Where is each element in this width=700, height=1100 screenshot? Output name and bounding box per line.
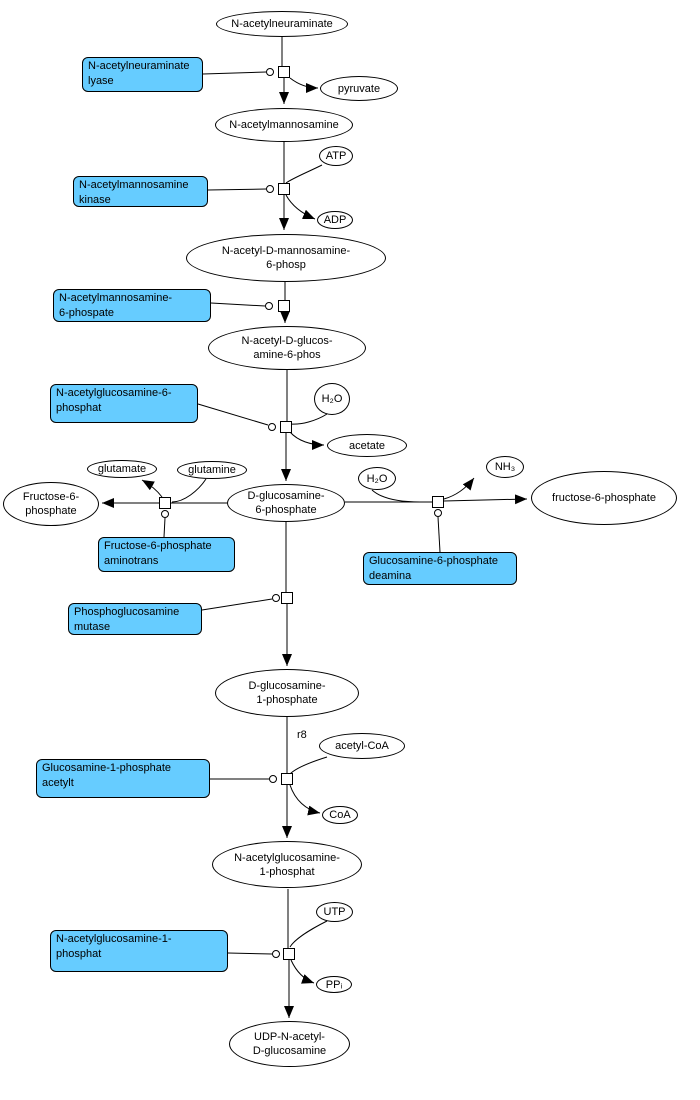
reaction-node-lyase[interactable] [278,66,290,78]
enzyme-label: N-acetylmannosamine- 6-phospate [59,292,173,319]
node-label: UTP [323,906,346,918]
node-label: H₂O [321,393,343,405]
node-label: acetyl-CoA [335,740,389,752]
metabolite-h2o-right[interactable]: H₂O [358,467,396,490]
metabolite-ppi[interactable]: PPᵢ [316,976,352,993]
node-label: acetate [348,439,386,452]
node-label: ATP [325,150,347,162]
node-label: D-glucosamine- 1-phosphate [248,680,326,706]
metabolite-udp-n-acetyl-d-glucosamine[interactable]: UDP-N-acetyl- D-glucosamine [229,1021,350,1067]
reaction-node-deaminase[interactable] [432,496,444,508]
catalysis-port-icon [268,423,276,431]
node-label: glutamate [97,463,147,475]
enzyme-label: Glucosamine-6-phosphate deamina [369,555,499,582]
metabolite-n-acetylglucosamine-1-phosphat[interactable]: N-acetylglucosamine- 1-phosphat [212,841,362,888]
enzyme-label: N-acetylneuraminate lyase [88,60,190,87]
enzyme-label: N-acetylglucosamine-6- phosphat [56,387,172,414]
catalysis-port-icon [265,302,273,310]
metabolite-fructose-6-phosphate-right[interactable]: fructose-6-phosphate [531,471,677,525]
reaction-uridyltransferase-edges [227,889,328,1018]
metabolite-h2o-upper[interactable]: H₂O [314,383,350,415]
catalysis-port-icon [266,68,274,76]
reaction-node-acetyltransferase[interactable] [281,773,293,785]
enzyme-n-acetylmannosamine-kinase[interactable]: N-acetylmannosamine kinase [73,176,208,207]
reaction-node-mutase[interactable] [281,592,293,604]
catalysis-port-icon [272,594,280,602]
node-label: ADP [323,214,347,226]
node-label: N-acetyl-D-mannosamine- 6-phosp [221,245,351,271]
node-label: N-acetylglucosamine- 1-phosphat [234,851,340,878]
reaction-node-kinase[interactable] [278,183,290,195]
catalysis-port-icon [266,185,274,193]
reaction-node-deacetylase[interactable] [280,421,292,433]
node-label: CoA [329,809,351,821]
reaction-acetyltransferase-edges [210,717,328,838]
reaction-id-label: r8 [297,729,307,741]
catalysis-port-icon [272,950,280,958]
metabolite-n-acetylmannosamine[interactable]: N-acetylmannosamine [215,108,353,142]
node-label: N-acetylmannosamine [229,119,339,131]
metabolite-n-acetylneuraminate[interactable]: N-acetylneuraminate [216,11,348,37]
node-label: fructose-6-phosphate [552,492,656,504]
enzyme-glucosamine-6-phosphate-deamina[interactable]: Glucosamine-6-phosphate deamina [363,552,517,585]
enzyme-label: N-acetylmannosamine kinase [79,179,189,206]
enzyme-label: Glucosamine-1-phosphate acetylt [42,762,172,789]
enzyme-n-acetylglucosamine-1-phosphat[interactable]: N-acetylglucosamine-1- phosphat [50,930,228,972]
reaction-deaminase-edges [345,477,528,553]
metabolite-acetyl-coa[interactable]: acetyl-CoA [319,733,405,759]
node-label: N-acetyl-D-glucos- amine-6-phos [241,335,333,361]
enzyme-n-acetylmannosamine-6-phospate[interactable]: N-acetylmannosamine- 6-phospate [53,289,211,322]
node-label: H₂O [366,472,388,485]
metabolite-fructose-6-phosphate-left[interactable]: Fructose-6- phosphate [3,482,99,526]
node-label: PPᵢ [325,978,343,991]
metabolite-utp[interactable]: UTP [316,902,353,922]
enzyme-label: Phosphoglucosamine mutase [74,606,180,633]
metabolite-acetate[interactable]: acetate [327,434,407,457]
metabolite-adp[interactable]: ADP [317,211,353,229]
reaction-node-aminotransferase[interactable] [159,497,171,509]
metabolite-pyruvate[interactable]: pyruvate [320,76,398,101]
node-label: glutamine [188,464,236,476]
catalysis-port-icon [434,509,442,517]
reaction-3-edges [210,282,290,323]
catalysis-port-icon [161,510,169,518]
reaction-1-edges [202,37,319,104]
reaction-node-epimerase[interactable] [278,300,290,312]
metabolite-n-acetyl-d-glucosamine-6-phos[interactable]: N-acetyl-D-glucos- amine-6-phos [208,326,366,370]
enzyme-phosphoglucosamine-mutase[interactable]: Phosphoglucosamine mutase [68,603,202,635]
metabolite-d-glucosamine-1-phosphate[interactable]: D-glucosamine- 1-phosphate [215,669,359,717]
node-label: D-glucosamine- 6-phosphate [247,490,325,516]
node-label: Fructose-6- phosphate [22,491,80,517]
metabolite-n-acetyl-d-mannosamine-6-phosp[interactable]: N-acetyl-D-mannosamine- 6-phosp [186,234,386,282]
enzyme-n-acetylneuraminate-lyase[interactable]: N-acetylneuraminate lyase [82,57,203,92]
enzyme-glucosamine-1-phosphate-acetylt[interactable]: Glucosamine-1-phosphate acetylt [36,759,210,798]
metabolite-coa[interactable]: CoA [322,806,358,824]
metabolite-glutamate[interactable]: glutamate [87,460,157,478]
metabolite-glutamine[interactable]: glutamine [177,461,247,479]
metabolite-nh3[interactable]: NH₃ [486,456,524,478]
node-label: pyruvate [337,82,381,95]
reaction-mutase-edges [201,522,292,666]
node-label: N-acetylneuraminate [231,18,333,30]
metabolite-d-glucosamine-6-phosphate[interactable]: D-glucosamine- 6-phosphate [227,484,345,522]
reaction-4-edges [197,370,328,481]
reaction-node-uridyltransferase[interactable] [283,948,295,960]
enzyme-label: Fructose-6-phosphate aminotrans [104,540,212,567]
reaction-aminotransferase-edges [102,478,227,538]
catalysis-port-icon [269,775,277,783]
reaction-2-edges [207,142,323,230]
node-label: NH₃ [494,461,516,473]
enzyme-fructose-6-phosphate-aminotrans[interactable]: Fructose-6-phosphate aminotrans [98,537,235,572]
enzyme-n-acetylglucosamine-6-phosphat[interactable]: N-acetylglucosamine-6- phosphat [50,384,198,423]
enzyme-label: N-acetylglucosamine-1- phosphat [56,933,172,960]
node-label: UDP-N-acetyl- D-glucosamine [252,1031,327,1057]
metabolite-atp[interactable]: ATP [319,146,353,166]
